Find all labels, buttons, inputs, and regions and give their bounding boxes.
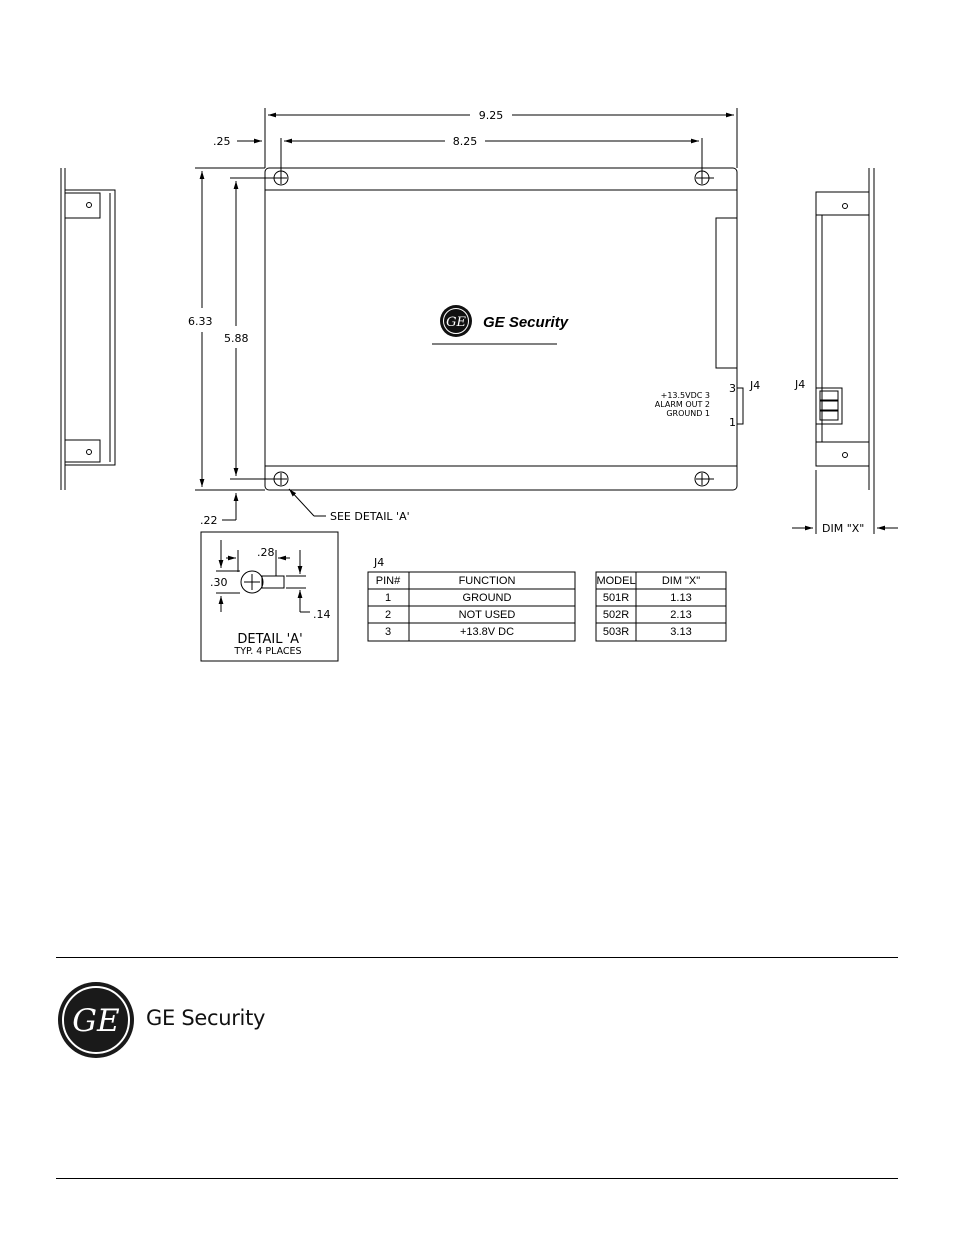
detail-callout: SEE DETAIL 'A' xyxy=(330,510,410,523)
pin-table-caption: J4 xyxy=(373,556,384,569)
mounting-hole xyxy=(274,171,288,185)
detail-dim-width: .28 xyxy=(257,546,275,559)
detail-dim-slot: .14 xyxy=(313,608,331,621)
pin-table-header: PIN# xyxy=(376,575,401,587)
connector-pin-high: 3 xyxy=(729,382,736,395)
pin-table-header: FUNCTION xyxy=(459,575,516,587)
dim-hole-height: 5.88 xyxy=(224,332,249,345)
mounting-hole xyxy=(695,171,714,185)
pin-table-cell: 3 xyxy=(385,626,391,638)
mounting-hole xyxy=(695,472,714,486)
left-side-view xyxy=(61,168,115,490)
connector-legend-line: ALARM OUT 2 xyxy=(655,400,710,409)
footer-bottom-rule xyxy=(56,1178,898,1179)
model-table-header: MODEL xyxy=(596,575,635,587)
side-connector-label: J4 xyxy=(794,378,805,391)
dim-hole-spacing: 8.25 xyxy=(453,135,478,148)
connector-legend-line: +13.5VDC 3 xyxy=(661,391,710,400)
dim-x-label: DIM "X" xyxy=(822,522,864,535)
model-table-cell: 3.13 xyxy=(670,626,691,638)
model-table-cell: 2.13 xyxy=(670,609,691,621)
dim-edge-to-hole: .25 xyxy=(213,135,231,148)
svg-text:GE: GE xyxy=(446,315,466,330)
pin-table-cell: 2 xyxy=(385,609,391,621)
right-side-view xyxy=(816,168,874,490)
pin-table-cell: NOT USED xyxy=(459,609,516,621)
pin-table-cell: +13.8V DC xyxy=(460,626,514,638)
model-table-cell: 1.13 xyxy=(670,592,691,604)
model-table-cell: 502R xyxy=(603,609,629,621)
dim-overall-width: 9.25 xyxy=(479,109,504,122)
dim-bottom-offset: .22 xyxy=(200,514,218,527)
connector-label: J4 xyxy=(749,379,760,392)
model-table-cell: 503R xyxy=(603,626,629,638)
connector-pin-low: 1 xyxy=(729,416,736,429)
model-table-cell: 501R xyxy=(603,592,629,604)
pin-table-cell: 1 xyxy=(385,592,391,604)
pin-table-cell: GROUND xyxy=(463,592,512,604)
detail-subtitle: TYP. 4 PLACES xyxy=(233,646,301,657)
detail-dim-height: .30 xyxy=(210,576,228,589)
footer-top-rule xyxy=(56,957,898,958)
svg-text:GE: GE xyxy=(72,1003,120,1039)
model-table-header: DIM "X" xyxy=(662,575,700,587)
footer-brand-name: GE Security xyxy=(146,1006,265,1030)
connector-legend-line: GROUND 1 xyxy=(666,409,710,418)
mechanical-drawing: GE GE Security +13.5VDC 3 ALARM OUT 2 GR… xyxy=(0,0,954,700)
detail-title: DETAIL 'A' xyxy=(237,632,302,647)
mounting-hole xyxy=(274,472,288,486)
dim-overall-height: 6.33 xyxy=(188,315,213,328)
brand-name: GE Security xyxy=(483,314,569,331)
ge-logo: GE xyxy=(440,305,472,337)
footer-ge-logo: GE xyxy=(56,981,136,1061)
